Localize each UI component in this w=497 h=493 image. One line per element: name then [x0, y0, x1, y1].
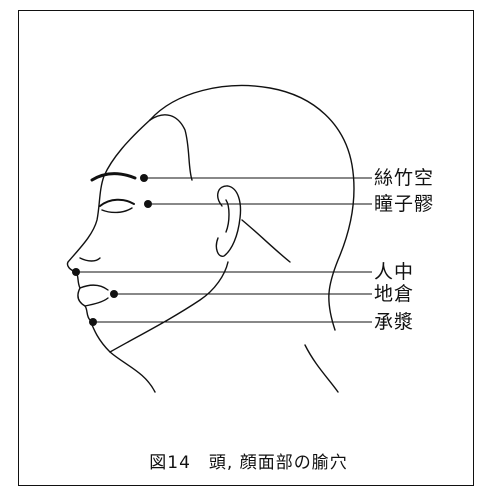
acupoint-label-sichikuku: 絲竹空 — [374, 167, 435, 189]
lower-lip — [84, 297, 109, 307]
acupoint-label-jinchu: 人中 — [374, 261, 415, 283]
figure-caption: 図14 頭, 顔面部の腧穴 — [149, 453, 348, 473]
hairline — [149, 114, 193, 181]
neck-line — [304, 344, 339, 393]
acupoint-marker-sichikuku — [140, 174, 148, 182]
eye-upper — [99, 198, 135, 207]
nose-wing — [79, 257, 101, 262]
face-profile — [66, 119, 156, 393]
acupoint-marker-jinchu — [72, 268, 80, 276]
eye-lower — [101, 207, 133, 214]
ear-inner — [225, 199, 230, 233]
acupoint-label-chiso: 地倉 — [374, 283, 415, 305]
acupoint-label-doshiryo: 瞳子髎 — [374, 193, 435, 215]
acupoint-marker-chiso — [110, 290, 118, 298]
acupoint-label-shojo: 承漿 — [374, 311, 415, 333]
ear-outline — [215, 185, 242, 257]
acupoint-marker-shojo — [89, 318, 97, 326]
upper-lip — [79, 284, 109, 291]
eyebrow — [90, 172, 137, 182]
temple-hair — [241, 219, 291, 263]
figure-frame — [18, 10, 474, 486]
jaw-line — [109, 261, 229, 353]
acupoint-marker-doshiryo — [144, 200, 152, 208]
